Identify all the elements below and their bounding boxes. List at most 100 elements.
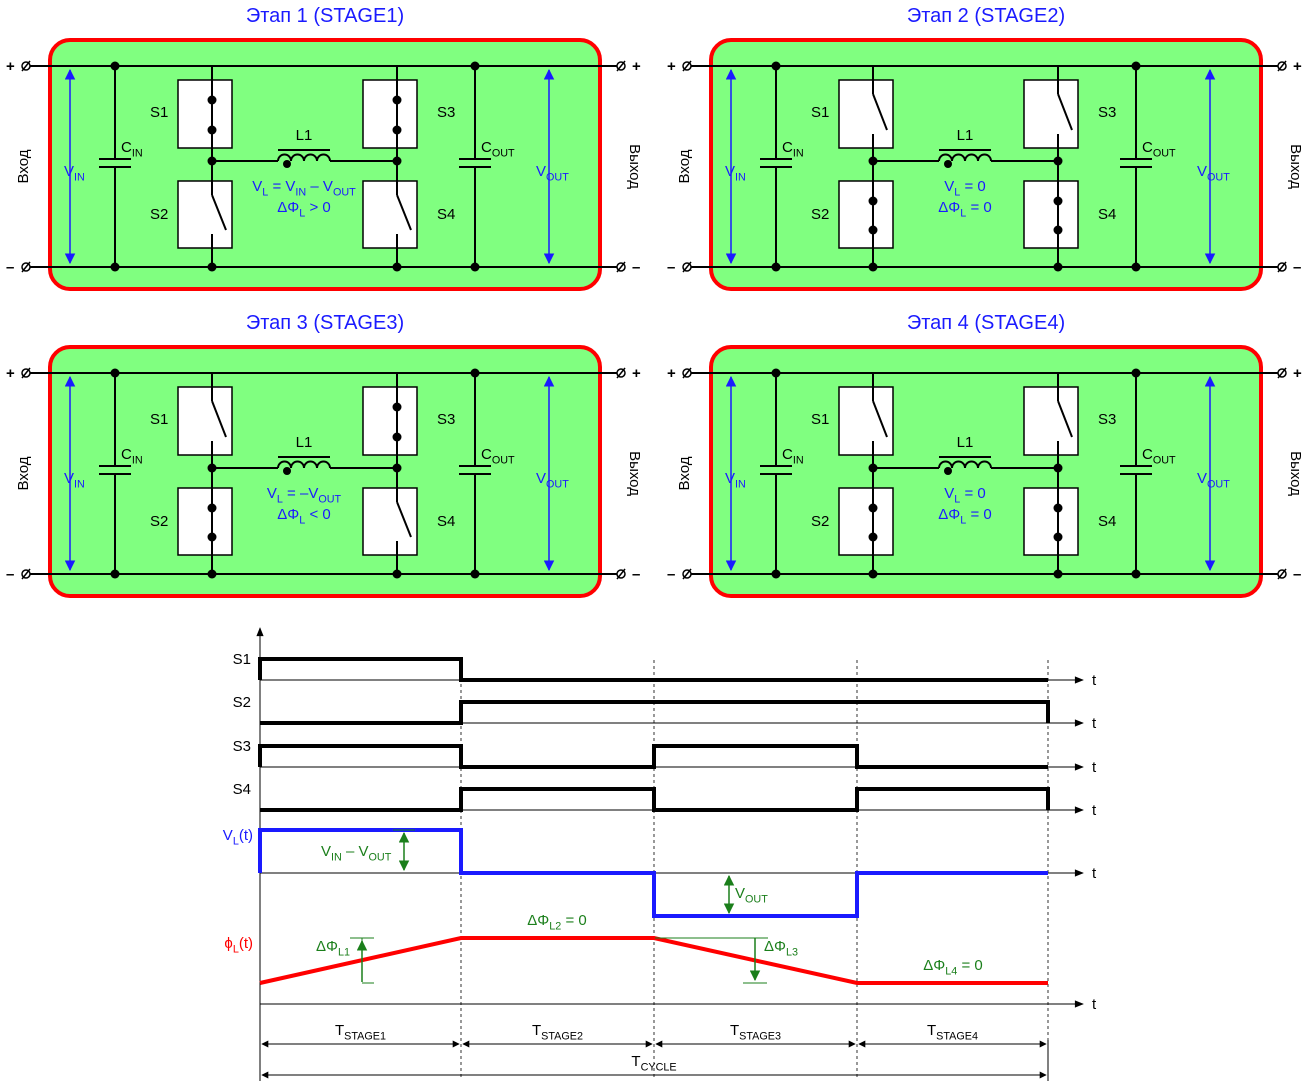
- stage-1-equation-flux: ΔΦL​ > 0: [277, 199, 330, 220]
- junction-dot: [470, 262, 480, 272]
- junction-dot: [771, 262, 781, 272]
- vout-label: VOUT​: [1197, 163, 1230, 184]
- stage-4-equation-flux: ΔΦL​ = 0: [938, 506, 991, 527]
- switch-s3: [1023, 386, 1079, 456]
- inductor-l1-coil: [938, 153, 992, 162]
- output-minus-label: –: [1293, 566, 1301, 583]
- output-plus-label: +: [1293, 58, 1302, 75]
- output-minus-terminal: [616, 261, 626, 273]
- stage-panel-box: [709, 38, 1263, 291]
- phi-stage3-label: ΔΦL3​: [764, 938, 798, 959]
- input-minus-label: –: [667, 259, 675, 276]
- stage-3-equation-flux: ΔΦL​ < 0: [277, 506, 330, 527]
- input-minus-label: –: [667, 566, 675, 583]
- switch-s2-contact-top: [868, 196, 878, 206]
- vl-stage1-amplitude-label: VIN​ – VOUT​: [321, 843, 392, 864]
- vin-label: VIN​: [64, 163, 85, 184]
- phi-waveform: [259, 936, 1048, 985]
- stage-3-duration-label: TSTAGE3​: [730, 1022, 781, 1043]
- switch-s1: [177, 79, 233, 149]
- phi-stage2-label: ΔΦL2​ = 0: [527, 912, 586, 933]
- signal-s4-row: tS4: [233, 781, 1097, 819]
- time-axis-label: t: [1092, 672, 1097, 689]
- junction-dot: [470, 368, 480, 378]
- junction-dot: [1131, 569, 1141, 579]
- junction-dot: [110, 368, 120, 378]
- junction-dot: [1053, 262, 1063, 272]
- junction-dot: [771, 61, 781, 71]
- signal-name: S2: [233, 694, 251, 711]
- input-minus-terminal: [682, 568, 692, 580]
- stage-panel-box: [48, 345, 602, 598]
- switch-s3-label: S3: [1098, 411, 1116, 428]
- cout-label: COUT​: [1142, 446, 1176, 467]
- switch-s4-contact-top: [1053, 503, 1063, 513]
- signal-s1-row: tS1: [233, 651, 1097, 689]
- junction-dot: [110, 569, 120, 579]
- switch-s3: [1023, 79, 1079, 149]
- cycle-duration-label: TCYCLE​: [631, 1053, 676, 1074]
- switch-s3: [362, 79, 418, 149]
- switch-s1-contact-top: [207, 95, 217, 105]
- switch-s3: [362, 386, 418, 456]
- switch-s2: [838, 180, 894, 249]
- junction-dot: [868, 569, 878, 579]
- signal-s3-row: tS3: [233, 738, 1097, 776]
- vl-waveform: [258, 828, 1048, 918]
- signal-waveform: [258, 657, 1048, 682]
- output-side-label: Выход: [1287, 451, 1304, 496]
- switch-s3-label: S3: [1098, 104, 1116, 121]
- junction-dot: [110, 262, 120, 272]
- stage-4-title: Этап 4 (STAGE4): [907, 312, 1065, 334]
- junction-dot: [207, 569, 217, 579]
- output-minus-label: –: [632, 259, 640, 276]
- inductor-label: L1: [957, 127, 974, 144]
- time-axis-label: t: [1092, 865, 1097, 882]
- phi-stage1-label: ΔΦL1​: [316, 938, 350, 959]
- switch-s3-contact-bottom: [392, 432, 402, 442]
- switch-s3-label: S3: [437, 104, 455, 121]
- input-plus-terminal: [21, 60, 31, 72]
- stage-2-equation-flux: ΔΦL​ = 0: [938, 199, 991, 220]
- junction-dot: [1053, 569, 1063, 579]
- output-plus-terminal: [1277, 367, 1287, 379]
- junction-dot: [1131, 262, 1141, 272]
- stage-4-duration-label: TSTAGE4​: [927, 1022, 978, 1043]
- output-plus-label: +: [1293, 365, 1302, 382]
- output-plus-label: +: [632, 365, 641, 382]
- junction-dot: [392, 569, 402, 579]
- input-plus-label: +: [667, 58, 676, 75]
- cin-label: CIN​: [782, 446, 804, 467]
- stage-panel-box: [48, 38, 602, 291]
- switch-s4: [362, 487, 418, 556]
- output-minus-terminal: [1277, 261, 1287, 273]
- junction-dot: [771, 368, 781, 378]
- vout-label: VOUT​: [1197, 470, 1230, 491]
- cout-label: COUT​: [481, 446, 515, 467]
- output-side-label: Выход: [626, 144, 643, 189]
- input-side-label: Вход: [676, 149, 693, 183]
- stage-1-equation-voltage: VL​ = VIN​ – VOUT​: [252, 178, 356, 199]
- stage-panel-box: [709, 345, 1263, 598]
- input-plus-terminal: [682, 60, 692, 72]
- switch-s4: [1023, 487, 1079, 556]
- signal-s2-row: tS2: [233, 694, 1097, 732]
- switch-s1-label: S1: [150, 104, 168, 121]
- stage-duration-row: TSTAGE1​TSTAGE2​TSTAGE3​TSTAGE4​TCYCLE​: [259, 1022, 1049, 1081]
- switch-s4-contact-bottom: [1053, 532, 1063, 542]
- switch-s4-contact-top: [1053, 196, 1063, 206]
- input-minus-label: –: [6, 566, 14, 583]
- phi-label: ϕL​(t): [224, 935, 253, 956]
- switch-s4: [362, 180, 418, 249]
- switch-s3-contact-top: [392, 95, 402, 105]
- inductor-label: L1: [296, 434, 313, 451]
- output-minus-terminal: [1277, 568, 1287, 580]
- stage-3-title: Этап 3 (STAGE3): [246, 312, 404, 334]
- switch-s1-label: S1: [811, 104, 829, 121]
- switch-s3-label: S3: [437, 411, 455, 428]
- input-plus-label: +: [667, 365, 676, 382]
- junction-dot: [470, 61, 480, 71]
- signal-name: S4: [233, 781, 251, 798]
- switch-s4-label: S4: [437, 513, 455, 530]
- input-plus-terminal: [21, 367, 31, 379]
